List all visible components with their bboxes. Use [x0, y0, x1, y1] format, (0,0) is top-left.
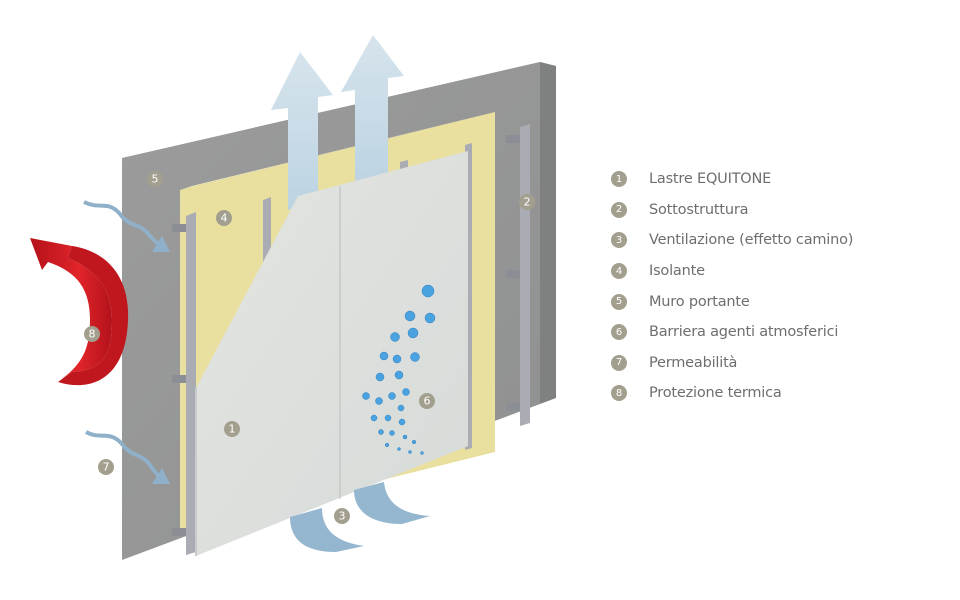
legend-label: Lastre EQUITONE	[649, 171, 772, 188]
legend-number: 1	[611, 171, 627, 188]
legend-number: 2	[611, 201, 627, 218]
ventilation-intake-arrows	[290, 482, 430, 552]
callout-2: 2	[519, 194, 535, 210]
svg-text:3: 3	[339, 510, 346, 523]
permeability-arrows	[83, 200, 162, 480]
callout-4: 4	[216, 210, 232, 226]
legend-label: Muro portante	[649, 293, 750, 310]
callout-3: 3	[334, 508, 350, 524]
arrow-heads	[152, 236, 170, 484]
svg-text:8: 8	[89, 328, 96, 341]
callout-5: 5	[147, 171, 163, 187]
equitone-panels	[195, 151, 468, 556]
ventilation-up-arrows	[271, 35, 404, 210]
legend-item: 6 Barriera agenti atmosferici	[611, 317, 853, 348]
legend-number: 8	[611, 385, 627, 402]
legend-item: 8 Protezione termica	[611, 378, 853, 409]
legend-label: Sottostruttura	[649, 201, 749, 218]
svg-text:1: 1	[229, 423, 236, 436]
legend-label: Barriera agenti atmosferici	[649, 324, 839, 341]
legend-item: 4 Isolante	[611, 256, 853, 287]
water-drops	[362, 284, 436, 455]
legend: 1 Lastre EQUITONE 2 Sottostruttura 3 Ventil…	[611, 164, 853, 409]
svg-text:2: 2	[524, 196, 531, 209]
legend-number: 6	[611, 324, 627, 341]
legend-label: Protezione termica	[649, 385, 782, 402]
legend-item: 7 Permeabilità	[611, 348, 853, 379]
legend-item: 2 Sottostruttura	[611, 195, 853, 226]
legend-label: Ventilazione (effetto camino)	[649, 232, 854, 249]
legend-label: Isolante	[649, 263, 705, 280]
legend-number: 4	[611, 263, 627, 280]
callout-8: 8	[84, 326, 100, 342]
callout-6: 6	[419, 393, 435, 409]
svg-text:4: 4	[221, 212, 228, 225]
svg-text:7: 7	[103, 461, 110, 474]
callout-1: 1	[224, 421, 240, 437]
legend-number: 5	[611, 293, 627, 310]
legend-number: 3	[611, 232, 627, 249]
legend-item: 3 Ventilazione (effetto camino)	[611, 225, 853, 256]
thermal-protection-arrow	[30, 238, 129, 386]
svg-text:6: 6	[424, 395, 431, 408]
legend-number: 7	[611, 354, 627, 371]
legend-item: 5 Muro portante	[611, 286, 853, 317]
callout-7: 7	[98, 459, 114, 475]
legend-label: Permeabilità	[649, 354, 738, 371]
svg-text:5: 5	[152, 173, 159, 186]
legend-item: 1 Lastre EQUITONE	[611, 164, 853, 195]
